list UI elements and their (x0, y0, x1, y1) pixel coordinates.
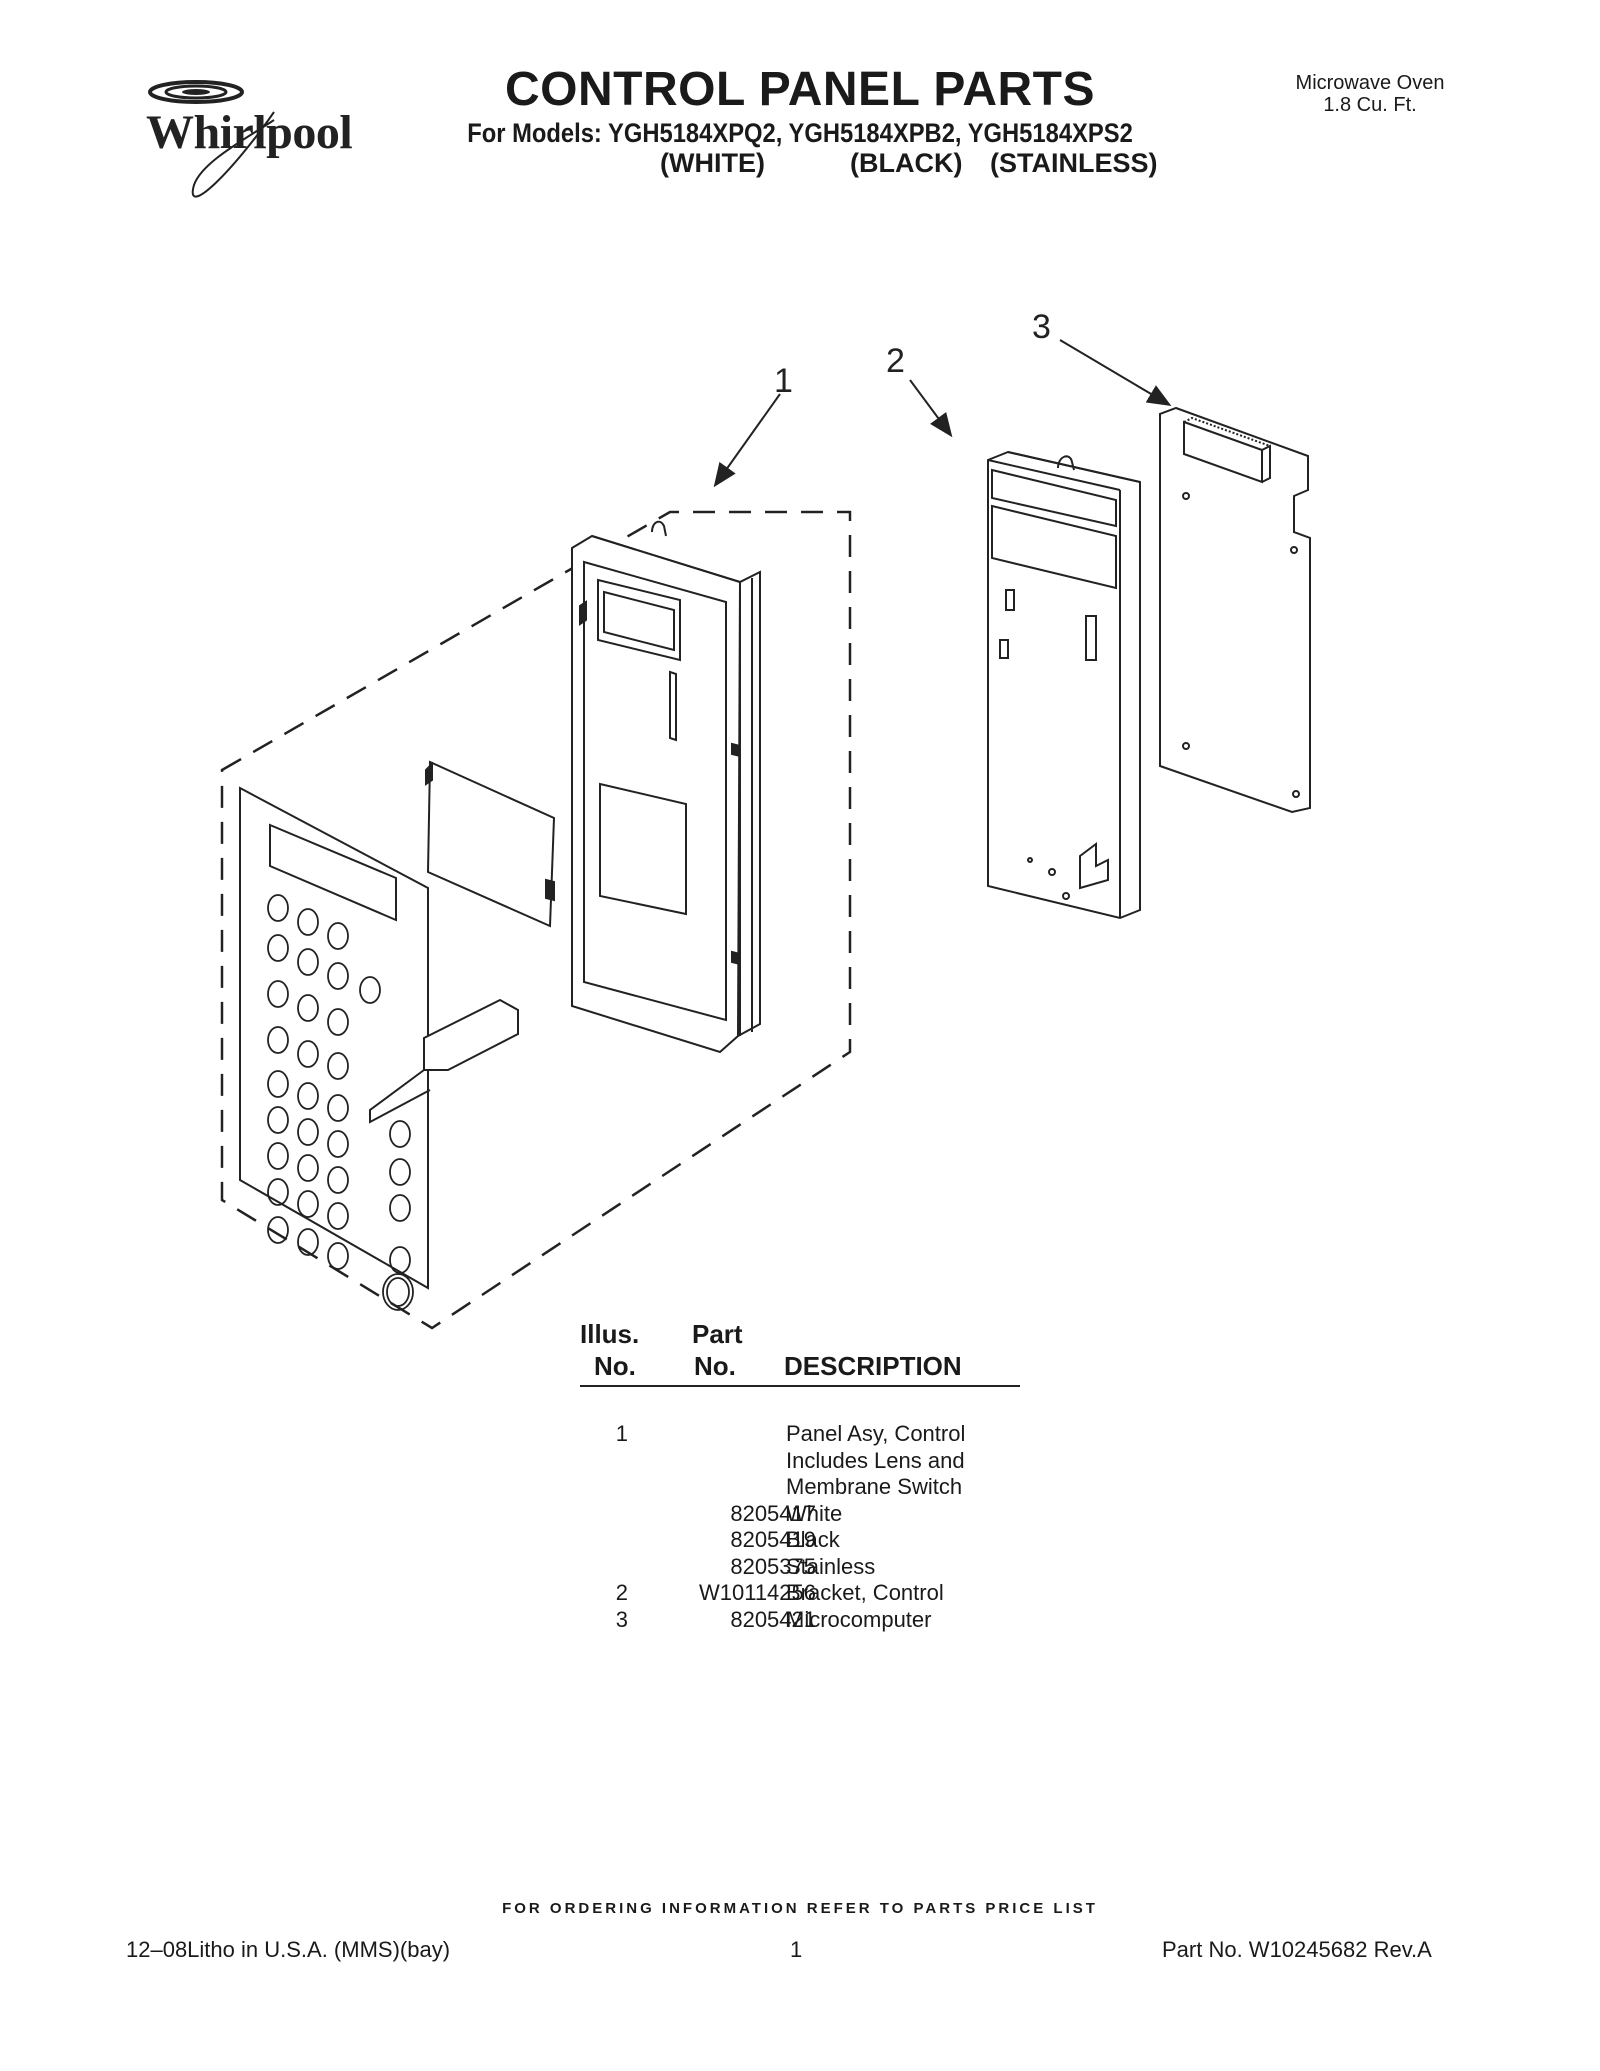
row-description: White (786, 1500, 843, 1526)
whirlpool-swirl-icon (148, 80, 275, 198)
page-title: CONTROL PANEL PARTS (505, 63, 1095, 116)
row-description: Bracket, Control (786, 1580, 944, 1605)
control-panel-frame-icon (571, 520, 761, 1054)
table-row: Membrane Switch (580, 1474, 1020, 1501)
row-description: Includes Lens and (786, 1447, 965, 1473)
exploded-parts-diagram: 1 2 3 (200, 300, 1350, 1360)
ordering-note: FOR ORDERING INFORMATION REFER TO PARTS … (502, 1900, 1098, 1917)
table-row: Includes Lens and (580, 1448, 1020, 1475)
row-description: Stainless (786, 1553, 876, 1579)
brand-name: Whirlpool (146, 106, 353, 159)
leader-line-3 (1059, 339, 1172, 407)
document-part-number: Part No. W10245682 Rev.A (1162, 1937, 1432, 1962)
page-number: 1 (790, 1937, 803, 1962)
row-illus-no: 1 (615, 1421, 628, 1446)
row-part-no: W10114256 (698, 1580, 816, 1605)
row-description: Black (786, 1527, 840, 1552)
header-part: Part (692, 1319, 743, 1349)
membrane-switch-icon (239, 786, 519, 1311)
control-bracket-icon (987, 450, 1141, 920)
assembly-boundary (220, 510, 852, 1330)
row-part-no: 8205421 (730, 1606, 816, 1632)
lens-icon (425, 760, 556, 928)
row-part-no: 8205417 (730, 1500, 816, 1526)
product-type: Microwave Oven 1.8 Cu. Ft. (1270, 72, 1470, 116)
row-description: Microcomputer (786, 1606, 932, 1632)
callout-3: 3 (1032, 308, 1051, 346)
microcomputer-board-icon (1159, 406, 1311, 814)
header-description: DESCRIPTION (784, 1351, 962, 1381)
row-description: Panel Asy, Control (786, 1421, 966, 1446)
litho-info: 12–08Litho in U.S.A. (MMS)(bay) (126, 1937, 451, 1962)
leader-line-1 (713, 393, 781, 488)
row-part-no: 8205419 (730, 1527, 816, 1552)
header-illus: Illus. (580, 1319, 640, 1349)
leader-line-2 (909, 379, 953, 438)
header-illus-no: No. (594, 1351, 636, 1381)
color-black: (BLACK) (850, 148, 963, 178)
product-type-name: Microwave Oven (1295, 72, 1445, 94)
parts-table-header: Illus. No. Part No. DESCRIPTION (580, 1317, 1020, 1387)
callout-2: 2 (886, 342, 905, 380)
header-part-no: No. (694, 1351, 736, 1381)
models-line: For Models: YGH5184XPQ2, YGH5184XPB2, YG… (467, 118, 1133, 148)
row-part-no: 8205375 (730, 1553, 816, 1579)
row-illus-no: 3 (615, 1606, 628, 1632)
control-panel-assembly-icon (239, 520, 761, 1311)
row-illus-no: 2 (615, 1580, 628, 1605)
parts-table: Illus. No. Part No. DESCRIPTION 1 Panel A… (580, 1317, 1020, 1633)
color-white: (WHITE) (660, 148, 765, 178)
product-type-capacity: 1.8 Cu. Ft. (1323, 94, 1417, 116)
table-row: 1 Panel Asy, Control (580, 1421, 1020, 1448)
color-stainless: (STAINLESS) (990, 148, 1158, 178)
keypad-buttons (267, 894, 414, 1311)
row-description: Membrane Switch (786, 1474, 963, 1499)
whirlpool-logo: Whirlpool (124, 70, 374, 230)
callout-1: 1 (774, 362, 793, 400)
